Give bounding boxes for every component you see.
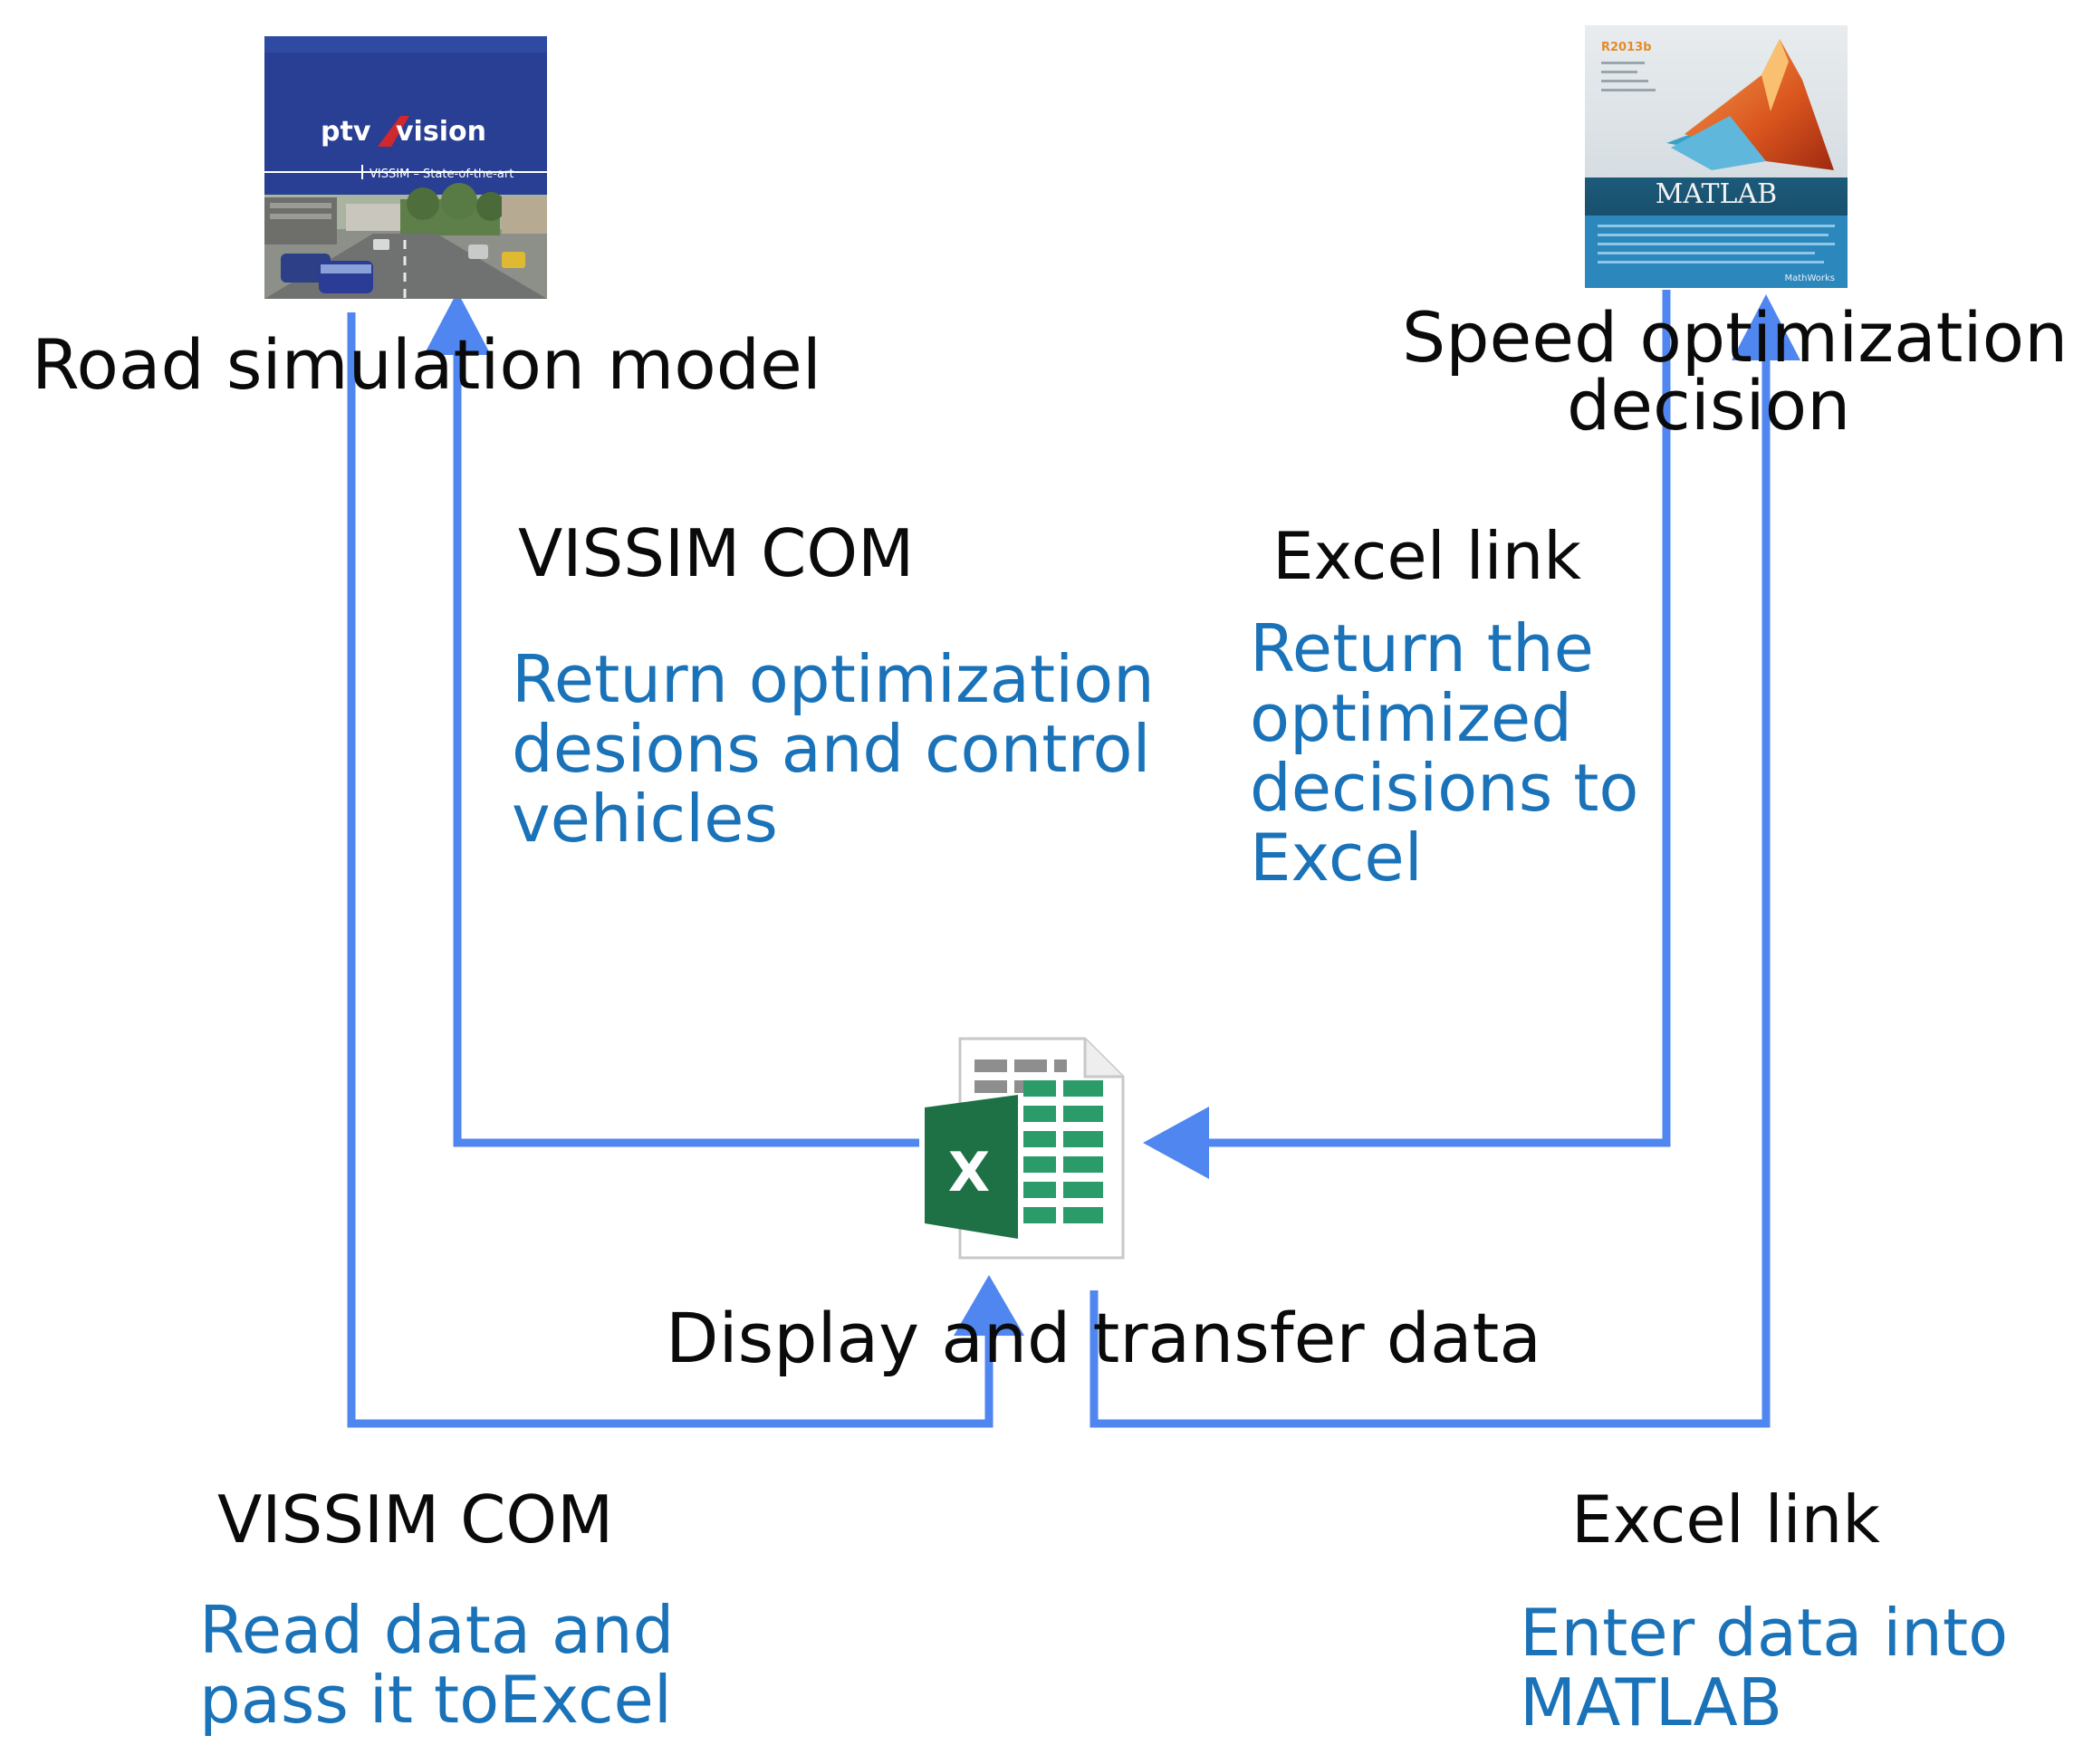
top-right-edge-title: Excel link: [1272, 518, 1581, 594]
matlab-splash: R2013b MATLAB MathWorks: [1585, 25, 1848, 288]
mathworks-publisher: MathWorks: [1784, 273, 1835, 283]
arrowhead-vissim-in: [424, 292, 491, 355]
ptv-brand-text: ptv: [321, 116, 371, 148]
bottom-left-edge-description: Read data and pass it toExcel: [199, 1592, 675, 1739]
bottom-right-edge-title: Excel link: [1571, 1481, 1880, 1558]
bottom-right-edge-description: Enter data into MATLAB: [1520, 1595, 2009, 1741]
vision-brand-text: vision: [396, 116, 486, 148]
arrowhead-excel-right-in: [1143, 1107, 1209, 1179]
matlab-node-label-line2: decision: [1567, 365, 1851, 446]
bottom-left-edge-title: VISSIM COM: [217, 1481, 614, 1558]
arrow-vissim-to-excel: [347, 312, 994, 1428]
arrow-excel-to-matlab: [1089, 358, 1771, 1428]
top-left-edge-description: Return optimization desions and control …: [512, 641, 1155, 858]
arrow-matlab-to-excel: [1195, 290, 1671, 1147]
arrowhead-matlab-in: [1732, 294, 1800, 360]
vissim-node-label: Road simulation model: [32, 324, 821, 405]
arrow-excel-to-vissim: [453, 344, 919, 1147]
top-right-edge-description: Return the optimized decisions to Excel: [1250, 610, 1639, 896]
excel-letter: X: [948, 1141, 990, 1204]
matlab-node-label-line1: Speed optimization: [1402, 297, 2069, 378]
top-left-edge-title: VISSIM COM: [518, 515, 915, 591]
vissim-screenshot: ptv vision VISSIM – State-of-the-art: [264, 36, 547, 299]
matlab-version: R2013b: [1601, 41, 1652, 54]
vissim-tagline: VISSIM – State-of-the-art: [370, 168, 514, 181]
excel-node-label: Display and transfer data: [666, 1298, 1541, 1378]
arrowhead-excel-bottom-in: [954, 1275, 1024, 1336]
excel-file-icon: X: [922, 1035, 1126, 1261]
matlab-wordmark: MATLAB: [1656, 178, 1777, 210]
